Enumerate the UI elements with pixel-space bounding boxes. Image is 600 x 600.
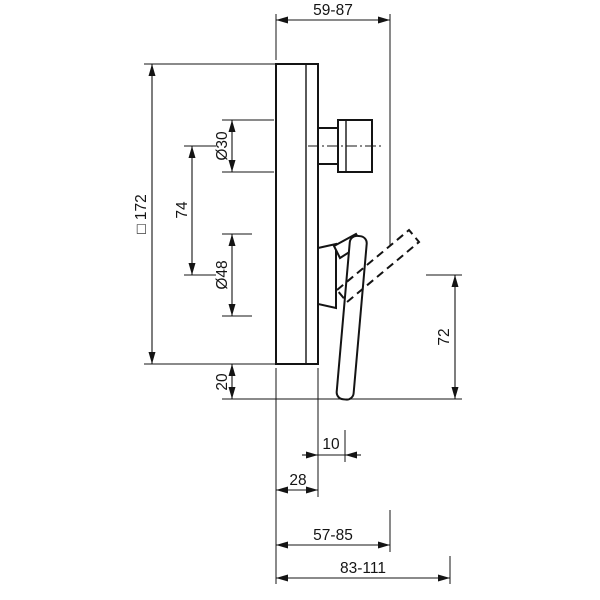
dim-hub-diameter-label: Ø48 [214, 260, 231, 289]
dim-knob-to-lever: 74 [174, 145, 216, 276]
dim-bottom-offset: 20 [214, 364, 462, 400]
dim-bottom-offset-label: 20 [214, 373, 231, 391]
lever-handle-rotated [335, 228, 421, 304]
dim-knob-to-lever-label: 74 [174, 201, 191, 219]
dim-hub-diameter: Ø48 [214, 233, 252, 317]
dim-projection-top-label: 59-87 [313, 2, 353, 19]
knob-stem [318, 127, 338, 165]
knob [318, 119, 373, 173]
dim-knob-diameter-label: Ø30 [214, 131, 231, 161]
dim-lever-offset-label: 10 [322, 436, 340, 453]
dim-lever-length-label: 72 [436, 328, 453, 345]
dim-lever-length: 72 [426, 274, 462, 399]
dim-plate-depth: 28 [275, 368, 318, 584]
dim-projection-total-label: 83-111 [340, 560, 386, 577]
dim-lever-offset: 10 [302, 368, 361, 497]
dim-plate-depth-label: 28 [289, 472, 306, 489]
dim-projection-total: 83-111 [276, 556, 451, 584]
dim-projection-top: 59-87 [275, 2, 391, 246]
dim-projection-front-label: 57-85 [313, 527, 353, 544]
lever-handle [335, 234, 368, 401]
mixer-side-view [275, 63, 421, 401]
dim-plate-label: □ 172 [133, 194, 150, 234]
lever-hub [317, 242, 337, 310]
dim-knob-diameter: Ø30 [214, 119, 274, 173]
dim-plate: □ 172 [133, 63, 276, 365]
dim-projection-front: 57-85 [276, 510, 391, 552]
escutcheon-plate [275, 63, 319, 365]
lever-assembly [317, 232, 368, 401]
